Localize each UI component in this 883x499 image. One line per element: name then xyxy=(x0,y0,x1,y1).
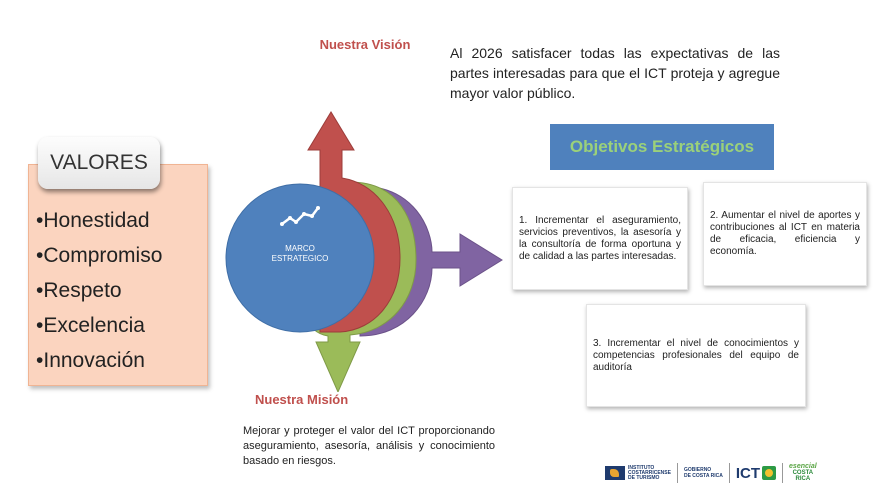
ict-mark-icon xyxy=(605,466,625,480)
costa-rica-logo: esencial COSTA RICA xyxy=(789,463,817,482)
ict-logo-line: INSTITUTO xyxy=(628,464,655,471)
cr-tag: esencial xyxy=(789,463,817,470)
marco-label-line2: ESTRATEGICO xyxy=(271,254,329,263)
valores-list: Honestidad Compromiso Respeto Excelencia… xyxy=(36,203,162,378)
marco-label: MARCO ESTRATEGICO xyxy=(240,244,360,264)
marco-estrategico-diagram xyxy=(225,111,503,392)
vision-text: Al 2026 satisfacer todas las expectativa… xyxy=(450,45,780,101)
objetivo-text: 1. Incrementar el aseguramiento, servici… xyxy=(519,214,681,262)
logo-divider xyxy=(676,463,678,483)
ict-badge-icon xyxy=(762,466,777,480)
mision-text: Mejorar y proteger el valor del ICT prop… xyxy=(243,425,495,467)
valor-item: Compromiso xyxy=(36,238,162,273)
logo-divider xyxy=(782,463,784,483)
footer-logos: INSTITUTO COSTARRICENSE DE TURISMO GOBIE… xyxy=(605,460,875,486)
objetivo-card-2: 2. Aumentar el nivel de aportes y contri… xyxy=(703,182,867,286)
objetivo-text: 2. Aumentar el nivel de aportes y contri… xyxy=(710,210,860,257)
ict-logo-line: DE TURISMO xyxy=(628,474,660,481)
valor-item: Innovación xyxy=(36,343,162,378)
marco-circle xyxy=(225,183,375,333)
marco-label-line1: MARCO xyxy=(285,244,315,253)
valor-item: Excelencia xyxy=(36,308,162,343)
ict-short-text: ICT xyxy=(735,464,761,482)
cr-logo-line: COSTA xyxy=(792,470,814,476)
mision-title: Nuestra Misión xyxy=(255,392,349,407)
ict-short-logo: ICT xyxy=(735,464,777,482)
ict-logo-line: COSTARRICENSE xyxy=(628,469,671,476)
objetivos-title: Objetivos Estratégicos xyxy=(550,124,774,170)
trend-line-icon xyxy=(280,206,320,226)
valores-title: VALORES xyxy=(38,137,160,189)
objetivo-card-1: 1. Incrementar el aseguramiento, servici… xyxy=(512,187,688,290)
objetivo-text: 3. Incrementar el nivel de conocimientos… xyxy=(593,337,799,373)
cr-logo-line: RICA xyxy=(795,476,811,482)
vision-title: Nuestra Visión xyxy=(319,37,411,52)
gob-logo-line: GOBIERNO xyxy=(683,467,712,473)
valor-item: Honestidad xyxy=(36,203,162,238)
gob-logo-line: DE COSTA RICA xyxy=(683,473,723,479)
logo-divider xyxy=(728,463,730,483)
ict-logo: INSTITUTO COSTARRICENSE DE TURISMO xyxy=(605,464,671,481)
gobierno-logo: GOBIERNO DE COSTA RICA xyxy=(684,467,723,479)
valor-item: Respeto xyxy=(36,273,162,308)
objetivo-card-3: 3. Incrementar el nivel de conocimientos… xyxy=(586,304,806,407)
